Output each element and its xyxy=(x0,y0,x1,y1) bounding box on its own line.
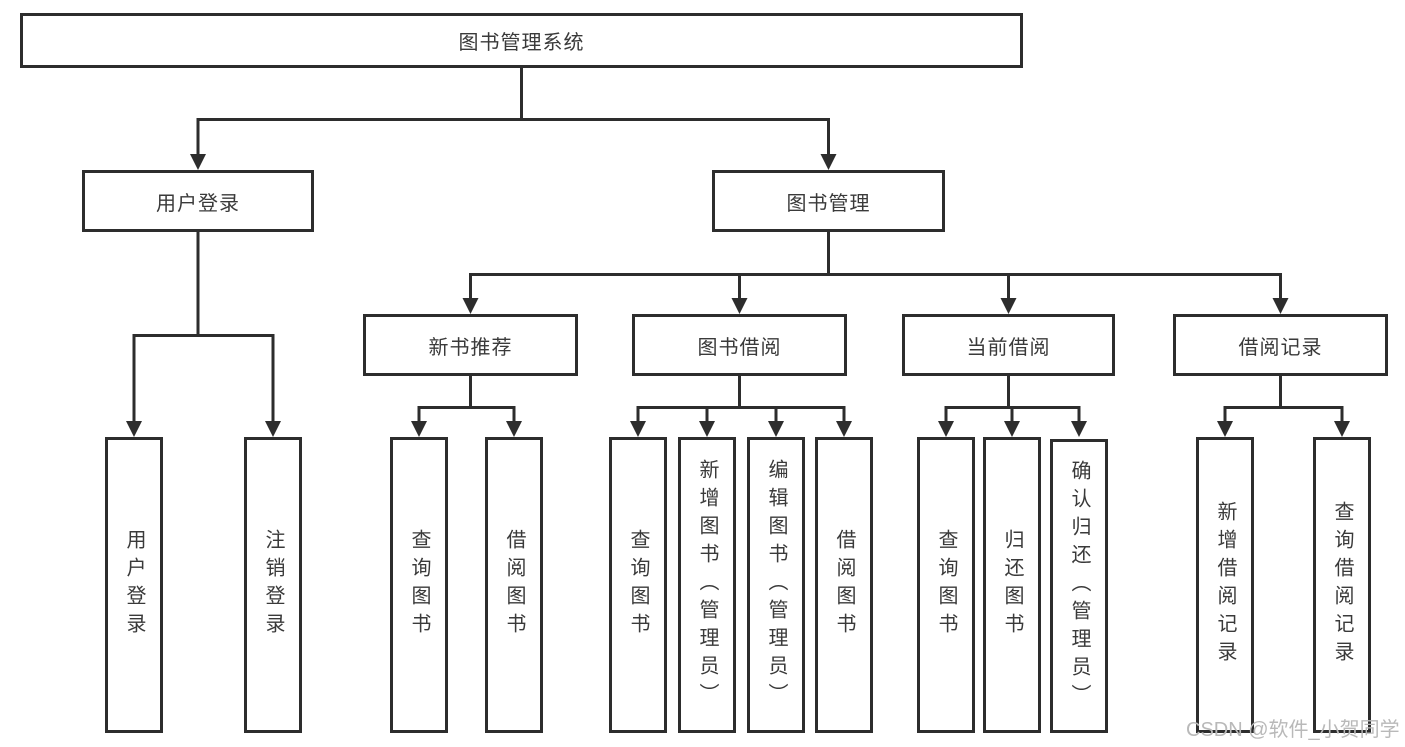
leaf-label: 确认归还（管理员） xyxy=(1068,460,1090,712)
leaf-bb-edit-books-admin: 编辑图书（管理员） xyxy=(747,437,805,733)
leaf-br-query-record: 查询借阅记录 xyxy=(1313,437,1371,733)
leaf-label: 归还图书 xyxy=(1001,529,1023,641)
node-user-login: 用户登录 xyxy=(82,170,314,232)
leaf-nb-query-books: 查询图书 xyxy=(390,437,448,733)
leaf-label: 查询图书 xyxy=(935,529,957,641)
node-library-management-system: 图书管理系统 xyxy=(20,13,1023,68)
leaf-label: 编辑图书（管理员） xyxy=(765,459,787,711)
leaf-label: 查询图书 xyxy=(627,529,649,641)
leaf-label: 查询图书 xyxy=(408,529,430,641)
node-current-borrowing: 当前借阅 xyxy=(902,314,1115,376)
node-book-borrowing: 图书借阅 xyxy=(632,314,847,376)
leaf-user-login: 用户登录 xyxy=(105,437,163,733)
leaf-logout: 注销登录 xyxy=(244,437,302,733)
leaf-bb-query-books: 查询图书 xyxy=(609,437,667,733)
leaf-label: 用户登录 xyxy=(123,529,145,641)
leaf-nb-borrow-books: 借阅图书 xyxy=(485,437,543,733)
leaf-cb-query-books: 查询图书 xyxy=(917,437,975,733)
leaf-cb-confirm-return-admin: 确认归还（管理员） xyxy=(1050,439,1108,733)
leaf-label: 查询借阅记录 xyxy=(1331,501,1353,669)
leaf-bb-add-books-admin: 新增图书（管理员） xyxy=(678,437,736,733)
leaf-label: 注销登录 xyxy=(262,529,284,641)
node-book-management: 图书管理 xyxy=(712,170,945,232)
arrowheads xyxy=(126,154,1350,437)
leaf-label: 借阅图书 xyxy=(503,529,525,641)
csdn-watermark: CSDN @软件_小贺同学 xyxy=(1186,719,1400,741)
leaf-br-add-record: 新增借阅记录 xyxy=(1196,437,1254,733)
leaf-label: 借阅图书 xyxy=(833,529,855,641)
leaf-label: 新增借阅记录 xyxy=(1214,501,1236,669)
leaf-cb-return-books: 归还图书 xyxy=(983,437,1041,733)
leaf-label: 新增图书（管理员） xyxy=(696,459,718,711)
leaf-bb-borrow-books: 借阅图书 xyxy=(815,437,873,733)
connector-lines xyxy=(132,68,1344,423)
node-new-book-recommendation: 新书推荐 xyxy=(363,314,578,376)
node-borrowing-records: 借阅记录 xyxy=(1173,314,1388,376)
